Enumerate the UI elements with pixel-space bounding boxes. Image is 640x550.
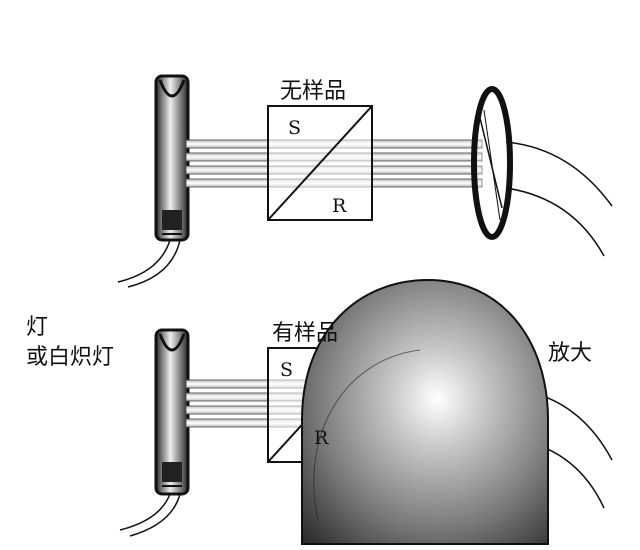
lamp-label-line2: 或白炽灯 <box>26 345 114 370</box>
lamp-label-line1: 灯 <box>26 315 48 340</box>
top-beam-splitter-box <box>267 105 373 221</box>
bottom-light-beams <box>185 379 347 428</box>
bottom-box-label: 有样品 <box>272 321 338 346</box>
magnify-label: 放大 <box>548 341 592 366</box>
top-assembly: 无样品 S R <box>117 74 613 288</box>
top-detector-cable <box>505 141 613 207</box>
bottom-assembly: 有样品 S R <box>119 278 613 545</box>
bottom-r-label: R <box>314 427 329 449</box>
top-source-wheel <box>154 74 190 242</box>
top-detector <box>471 86 513 240</box>
bottom-source-wheel <box>154 328 190 496</box>
bottom-source-cable <box>119 493 171 531</box>
top-box-label: 无样品 <box>280 79 346 104</box>
top-s-label: S <box>288 117 301 139</box>
magnified-sphere <box>301 278 549 545</box>
bottom-s-label: S <box>280 359 293 381</box>
top-r-label: R <box>332 195 347 217</box>
top-source-cable <box>117 239 171 283</box>
